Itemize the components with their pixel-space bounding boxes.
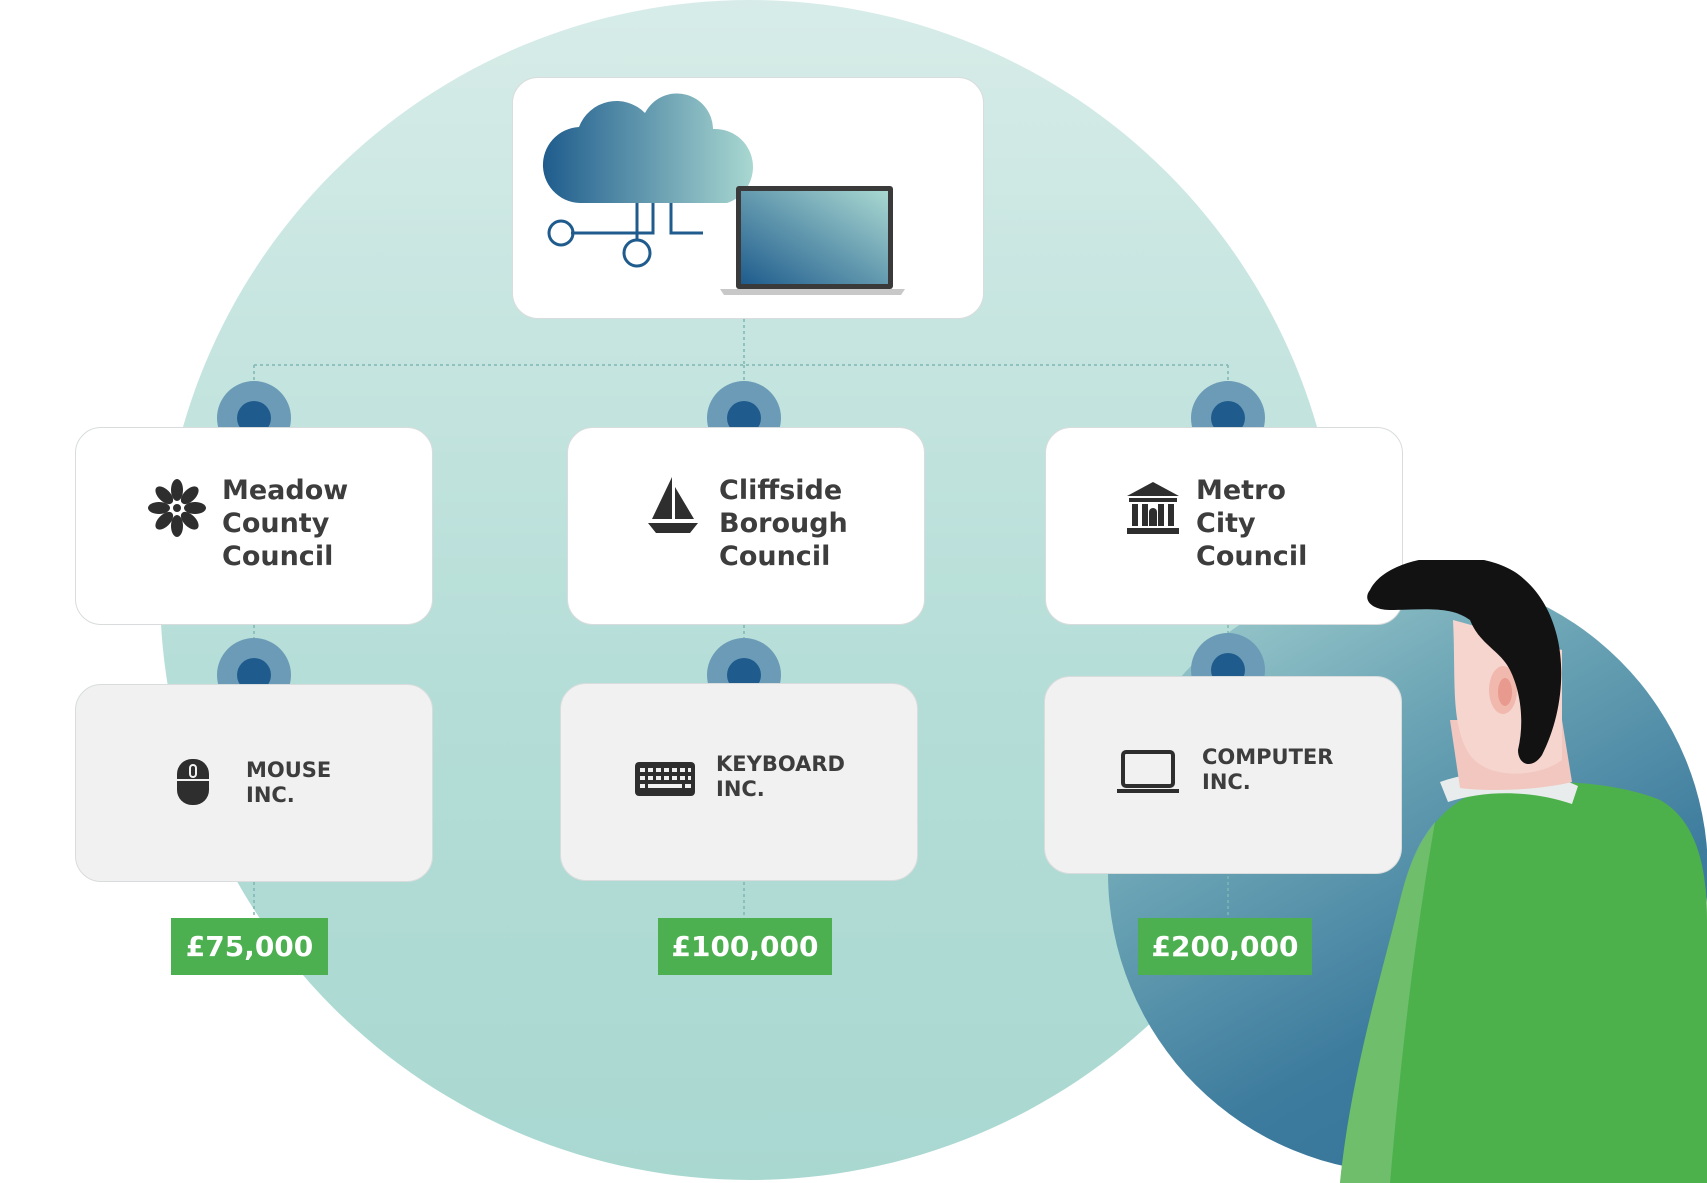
council-card: Meadow County Council [75, 427, 433, 625]
node-dot [237, 658, 271, 692]
council-name: Metro City Council [1196, 475, 1308, 572]
council-name: Meadow County Council [222, 475, 349, 572]
mouse-icon [177, 759, 209, 805]
supplier-name: KEYBOARD INC. [716, 752, 845, 801]
cloud-icon [542, 93, 753, 268]
supplier-card: COMPUTER INC. [1044, 676, 1402, 874]
node-dot [237, 401, 271, 435]
keyboard-icon [635, 762, 695, 796]
amount-badge: £75,000 [171, 918, 328, 975]
flower-icon [148, 479, 206, 537]
supplier-card: KEYBOARD INC. [560, 683, 918, 881]
council-card: Metro City Council [1045, 427, 1403, 625]
council-card: Cliffside Borough Council [567, 427, 925, 625]
bank-building-icon [1127, 482, 1179, 534]
amount-badge: £200,000 [1138, 918, 1312, 975]
laptop-icon [720, 186, 905, 295]
person-illustration [1340, 560, 1707, 1183]
supplier-name: MOUSE INC. [246, 758, 332, 807]
amount-badge: £100,000 [658, 918, 832, 975]
node-dot [727, 401, 761, 435]
node-dot [1211, 401, 1245, 435]
cloud-network-card [512, 77, 984, 319]
council-name: Cliffside Borough Council [719, 475, 848, 572]
laptop-icon [1117, 750, 1179, 793]
supplier-card: MOUSE INC. [75, 684, 433, 882]
supplier-name: COMPUTER INC. [1202, 745, 1334, 794]
sailboat-icon [648, 477, 698, 533]
